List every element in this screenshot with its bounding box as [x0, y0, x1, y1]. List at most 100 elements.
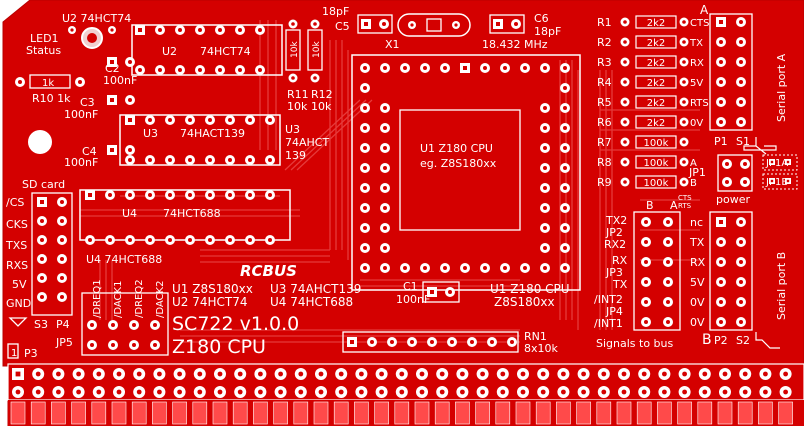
edge-finger [596, 401, 612, 425]
edge-finger [10, 401, 26, 425]
c6-value: 18pF [534, 25, 561, 38]
signal-label: RTS [690, 98, 709, 109]
svg-text:10k: 10k [311, 100, 332, 113]
signal-label: 5V [690, 78, 703, 89]
svg-text:R12: R12 [311, 88, 333, 101]
signal-label: TX [689, 38, 703, 49]
svg-text:RXS: RXS [6, 259, 28, 272]
u1-label-2a: U1 Z180 CPU [490, 282, 570, 296]
svg-text:U4 74HCT688: U4 74HCT688 [270, 295, 353, 309]
port-b-signal: 0V [690, 316, 705, 329]
edge-finger [778, 401, 793, 425]
svg-text:RX2: RX2 [604, 238, 626, 251]
dma-labels: /DREQ1 /DACK1 /DREQ2 /DACK2 [92, 279, 166, 318]
sd-card-label: SD card [22, 178, 65, 191]
edge-finger [293, 401, 309, 425]
jp1b-label: JP1B [765, 177, 788, 188]
board-title: SC722 v1.0.0 [172, 313, 299, 335]
u2-inside: U2 [162, 45, 177, 58]
svg-text:/INT1: /INT1 [594, 317, 623, 330]
signal-label: B [690, 178, 697, 189]
svg-text:10k: 10k [287, 100, 308, 113]
mounting-hole [28, 130, 52, 154]
svg-text:74AHCT: 74AHCT [285, 136, 329, 149]
s1-label: S1 [736, 135, 750, 148]
c5-label: C5 [335, 20, 350, 33]
power-label: power [716, 193, 750, 206]
edge-finger [535, 401, 551, 425]
resistor-ref: R6 [597, 116, 612, 129]
svg-text:JP2: JP2 [605, 226, 623, 239]
edge-finger [91, 401, 107, 425]
u2-area: U2 74HCT74 U2 74HCT74 [62, 12, 283, 76]
crystal-frequency: 18.432 MHz [482, 38, 548, 51]
svg-text:U3 74AHCT139: U3 74AHCT139 [270, 282, 361, 296]
u2-top-label: U2 74HCT74 [62, 12, 131, 25]
r10-label: R10 1k [32, 92, 71, 105]
svg-text:RX: RX [612, 254, 628, 267]
sd-pin-labels: /CS CKS TXS RXS 5V GND [5, 196, 31, 310]
edge-finger [455, 401, 470, 425]
edge-finger [495, 401, 511, 425]
serial-a-label: Serial port A [775, 53, 788, 122]
board-subtitle: Z180 CPU [172, 336, 266, 358]
edge-finger [576, 401, 591, 425]
u1-label-2b: Z8S180xx [494, 295, 555, 309]
jp1a-label: JP1A [765, 158, 788, 169]
svg-text:/DREQ2: /DREQ2 [134, 279, 145, 318]
c1-label: C1 [403, 280, 418, 293]
svg-text:74HCT688: 74HCT688 [163, 207, 221, 220]
jp1-label: JP1 [688, 166, 706, 179]
svg-text:U1 Z8S180xx: U1 Z8S180xx [172, 282, 253, 296]
port-b-signal: RX [690, 256, 706, 269]
jp-signal-labels: TX2 JP2 RX2 RX JP3 TX /INT2 JP4 /INT1 [594, 214, 628, 330]
led1-label: LED1 [30, 32, 59, 45]
svg-text:139: 139 [285, 149, 306, 162]
p1-label: P1 [714, 135, 728, 148]
edge-finger [71, 401, 86, 425]
p3-pin1: 1 [11, 348, 17, 359]
edge-finger [333, 401, 349, 425]
svg-text:1k: 1k [42, 78, 54, 89]
resistor-ref: R9 [597, 176, 612, 189]
edge-finger [556, 401, 571, 425]
edge-finger [232, 401, 248, 425]
svg-text:/DACK2: /DACK2 [155, 281, 166, 318]
resistor-ref: R3 [597, 56, 612, 69]
serial-b-label: Serial port B [775, 252, 788, 320]
c3-label: C3 [80, 96, 95, 109]
edge-finger [737, 401, 753, 425]
edge-finger [758, 401, 773, 425]
edge-connector [7, 363, 804, 426]
edge-finger [374, 401, 389, 425]
c2-value: 100nF [103, 74, 137, 87]
svg-text:X1: X1 [385, 38, 400, 51]
edge-finger [717, 401, 733, 425]
edge-finger [152, 401, 167, 425]
svg-text:TX: TX [612, 278, 628, 291]
r10: 1k R10 1k [29, 74, 71, 105]
port-a-letter: A [700, 3, 709, 17]
resistor-value: 2k2 [647, 118, 666, 129]
svg-text:U2 74HCT74: U2 74HCT74 [172, 295, 248, 309]
edge-finger [131, 401, 147, 425]
jp-a-head: A [670, 199, 678, 212]
resistor-value: 100k [644, 138, 669, 149]
edge-finger [697, 401, 713, 425]
u4-chip: U4 74HCT688 U4 74HCT688 [79, 189, 291, 266]
ground-symbol-b [755, 332, 780, 349]
resistor-ref: R2 [597, 36, 612, 49]
svg-text:eg. Z8S180xx: eg. Z8S180xx [420, 157, 497, 170]
edge-finger [313, 401, 329, 425]
svg-text:CKS: CKS [6, 218, 28, 231]
c4-value: 100nF [64, 156, 98, 169]
svg-text:/INT2: /INT2 [594, 293, 623, 306]
p2-label: P2 [714, 334, 728, 347]
resistor-value: 2k2 [647, 58, 666, 69]
signal-label: RX [690, 58, 704, 69]
s2-label: S2 [736, 334, 750, 347]
